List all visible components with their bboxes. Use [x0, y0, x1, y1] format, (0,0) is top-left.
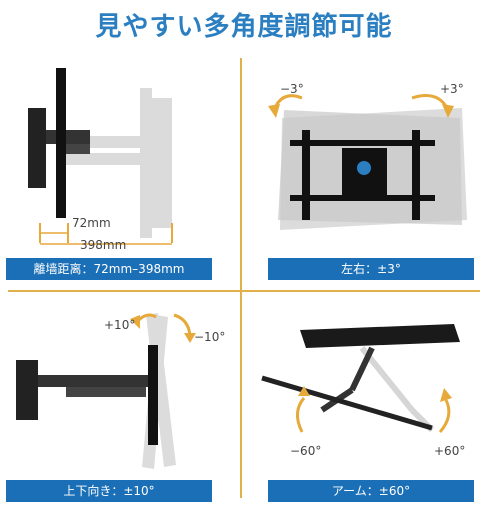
tilt-wall-plate: [16, 360, 38, 420]
tilt-up-label: +10°: [104, 318, 136, 332]
arm-right-arrow: [438, 399, 451, 433]
horizontal-divider: [8, 290, 480, 292]
swivel-right-label: +3°: [440, 82, 464, 96]
depth-outer-label: 398mm: [80, 238, 127, 252]
wall-plate: [28, 108, 46, 188]
tilt-tv-plate: [148, 345, 158, 445]
tilt-caption: 上下向き：±10°: [6, 480, 212, 502]
tilt-ghost-plate: [142, 313, 176, 469]
swivel-right-arrow: [411, 94, 449, 109]
brand-logo: [357, 161, 371, 175]
tilt-down-label: −10°: [194, 330, 226, 344]
tilt-down-arrow: [173, 313, 192, 336]
swivel-left-label: −3°: [280, 82, 304, 96]
mount-arm: [46, 130, 90, 144]
arm-right-label: +60°: [434, 444, 466, 458]
depth-inner-label: 72mm: [72, 216, 111, 230]
page-title: 見やすい多角度調節可能: [95, 12, 393, 42]
tv-plate: [56, 68, 66, 218]
swivel-illustration: [268, 94, 467, 230]
tilt-illustration: [16, 313, 196, 469]
arm-caption: アーム：±60°: [268, 480, 474, 502]
vertical-divider: [240, 58, 242, 498]
arm-left-arrow: [296, 397, 306, 433]
arm-illustration: [261, 324, 460, 433]
wall-plate-top: [261, 375, 433, 431]
swivel-caption: 左右：±3°: [268, 258, 474, 280]
tilt-arm: [38, 375, 148, 387]
tv-top-view: [300, 324, 460, 348]
depth-illustration: [28, 68, 173, 245]
depth-caption: 離墙距离：72mm–398mm: [6, 258, 212, 280]
arm-left-label: −60°: [290, 444, 322, 458]
